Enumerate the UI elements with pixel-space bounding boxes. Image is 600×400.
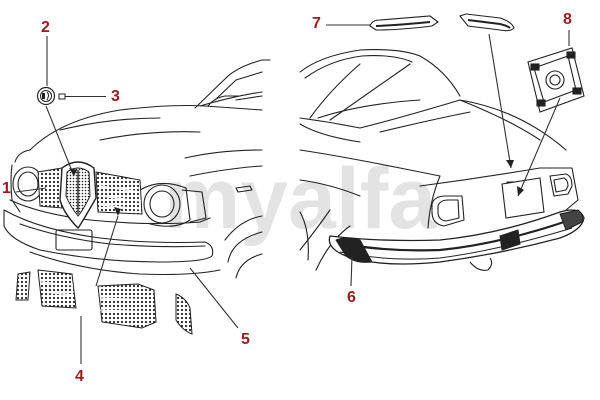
bonnet-emblem-part [36,86,56,106]
callout-4[interactable]: 4 [75,368,84,385]
leader-line-2b [45,105,75,177]
callout-8[interactable]: 8 [563,11,572,28]
leader-line-7b [488,33,512,169]
arrowhead-8 [517,186,524,196]
leader-line-8b [517,97,561,197]
front-grille-assembly [37,161,143,229]
callout-3[interactable]: 3 [111,88,120,105]
arrowhead-4 [114,207,121,216]
callout-7[interactable]: 7 [312,15,321,32]
watermark-text: myalfa [164,151,438,247]
rear-bumper-part [328,209,585,271]
callout-2[interactable]: 2 [41,19,50,36]
arrowhead-7 [506,160,514,168]
licence-plate-holder-part [527,47,585,113]
leader-line-4b [95,215,119,287]
side-grille-meshes-part [15,269,193,335]
licence-plate-area [501,177,545,219]
leader-lines [15,24,570,364]
leader-arrowheads [69,160,524,216]
leader-line-6 [350,255,353,287]
leader-line-5 [189,267,239,329]
arrowhead-2 [69,168,77,176]
front-car-illustration [3,59,271,279]
emblem-fastener-part [58,93,70,100]
callout-6[interactable]: 6 [347,289,356,306]
leader-line-1 [15,187,47,193]
callout-5[interactable]: 5 [241,331,250,348]
callout-1[interactable]: 1 [2,180,11,197]
trim-strips-part [369,13,515,32]
